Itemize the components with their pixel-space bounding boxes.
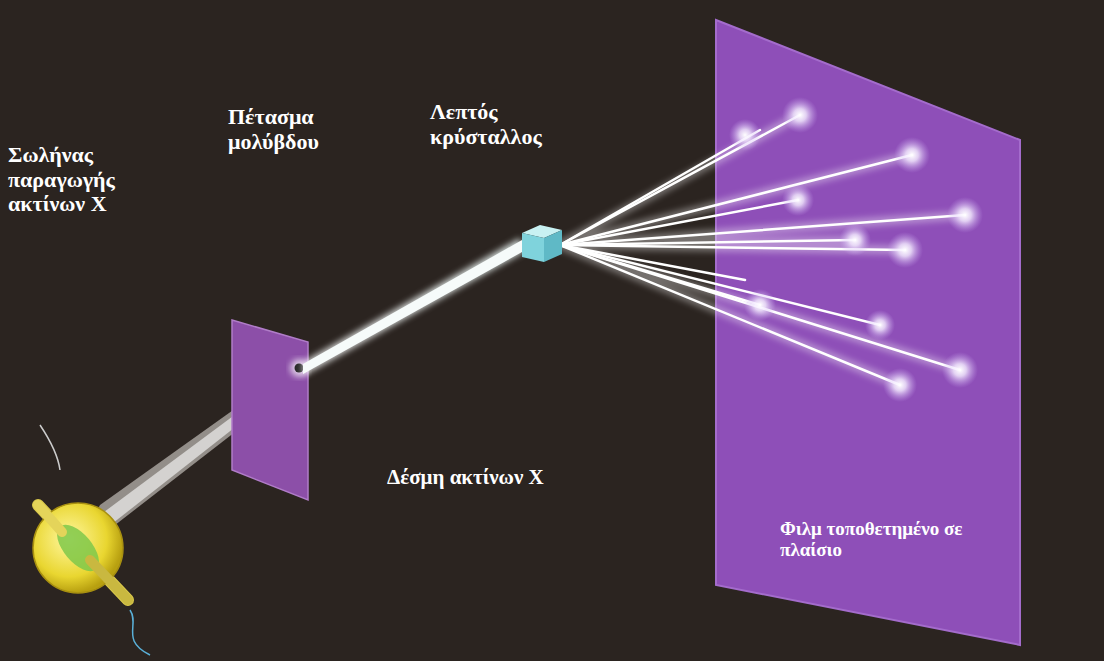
film-label: Φιλμ τοποθετημένο σε πλαίσιο xyxy=(780,518,995,561)
diffracted-rays xyxy=(560,115,965,385)
lead-screen xyxy=(232,320,308,500)
thin-crystal xyxy=(522,225,562,262)
crystal-label: Λεπτός κρύσταλλος xyxy=(430,100,565,149)
tube-label: Σωλήνας παραγωγής ακτίνων Χ xyxy=(8,143,148,217)
beam-label: Δέσμη ακτίνων Χ xyxy=(387,466,544,490)
screen-hole xyxy=(295,364,304,373)
beam-glow xyxy=(303,238,524,376)
diffraction-spots xyxy=(729,97,983,402)
xray-tube xyxy=(33,425,150,655)
screen-label: Πέτασμα μολύβδου xyxy=(228,105,353,154)
xray-beam xyxy=(303,240,522,374)
